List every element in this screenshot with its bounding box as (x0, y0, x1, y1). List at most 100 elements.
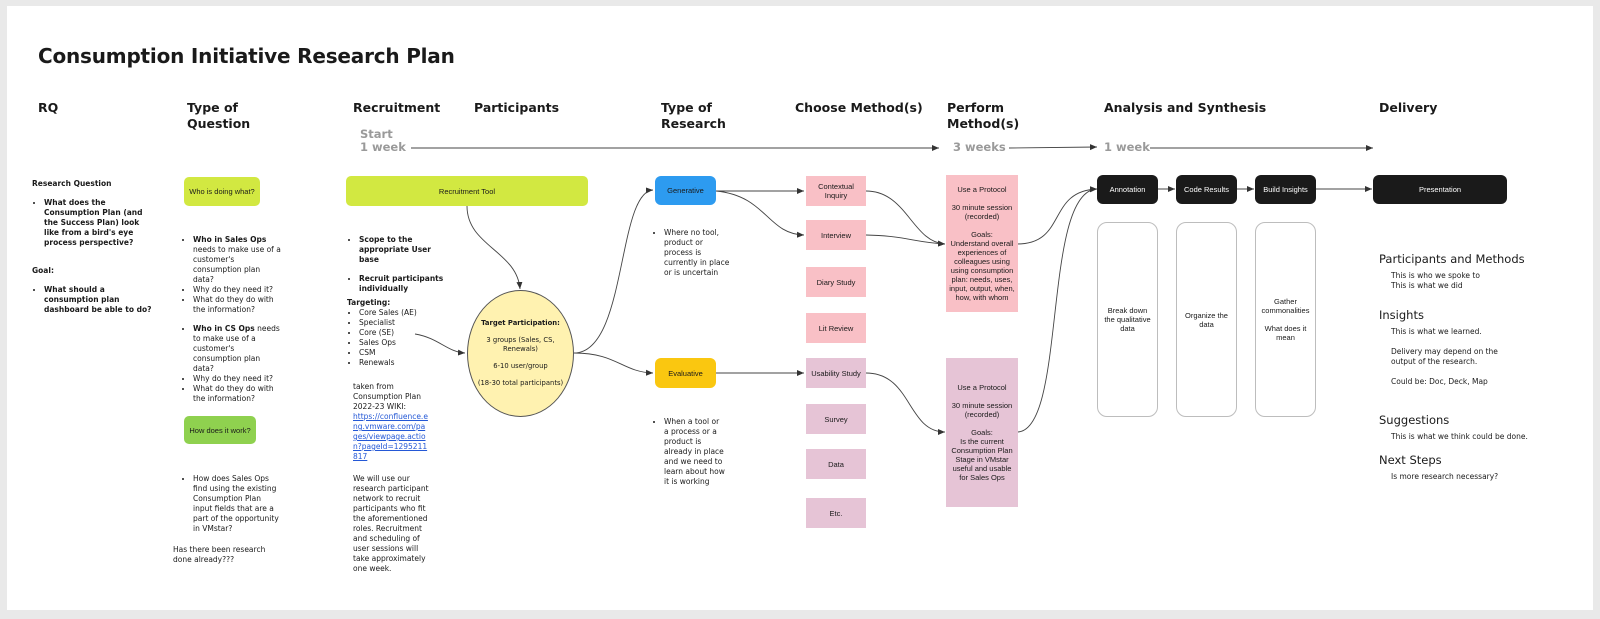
how-question-block: How does Sales Ops find using the existi… (181, 474, 281, 534)
method-diary-study[interactable]: Diary Study (806, 267, 866, 297)
timeline-end-label: 1 week (1104, 140, 1150, 154)
participation-groups: 3 groups (Sales, CS, Renewals) (486, 336, 555, 353)
how-question: How does Sales Ops find using the existi… (193, 474, 281, 534)
participation-heading: Target Participation: (481, 319, 560, 327)
rq-block: Research Question What does the Consumpt… (32, 179, 156, 315)
what-do-2: What do they do with the information? (193, 384, 281, 404)
rq-question: What does the Consumption Plan (and the … (44, 198, 156, 248)
delivery-participants-heading: Participants and Methods (1379, 252, 1525, 266)
connector-tool-to-participants (466, 205, 523, 290)
column-header-analysis: Analysis and Synthesis (1104, 100, 1267, 115)
annotation-desc-card[interactable]: Break down the qualitative data (1097, 222, 1158, 417)
connector-protocol1-to-annotation (1016, 186, 1098, 245)
delivery-next-heading: Next Steps (1379, 453, 1442, 467)
generative-desc: Where no tool, product or process is cur… (664, 228, 732, 278)
evaluative-desc: When a tool or a process or a product is… (664, 417, 726, 487)
code-desc-card[interactable]: Organize the data (1176, 222, 1237, 417)
connector-interview-to-protocol (865, 234, 946, 247)
method-usability-study[interactable]: Usability Study (806, 358, 866, 388)
connector-participants-to-generative (573, 187, 654, 354)
method-etc[interactable]: Etc. (806, 498, 866, 528)
connector-targeting-to-participants (414, 333, 466, 356)
recruitment-recruit: Recruit participants individually (359, 274, 447, 294)
evaluative-box[interactable]: Evaluative (655, 358, 716, 388)
perform-protocol-generative[interactable]: Use a Protocol 30 minute session (record… (946, 175, 1018, 312)
targeting-item: Core (SE) (359, 328, 427, 338)
sticky-how-does-it-work[interactable]: How does it work? (184, 416, 256, 444)
recruitment-plan: We will use our research participant net… (353, 474, 429, 573)
delivery-participants-line: This is what we did (1391, 281, 1463, 290)
targeting-heading: Targeting: (347, 298, 391, 307)
board-canvas[interactable]: Consumption Initiative Research Plan RQ … (7, 6, 1593, 610)
column-header-recruitment: Recruitment (353, 100, 441, 115)
connector-participants-to-evaluative (573, 352, 654, 376)
evaluative-desc-block: When a tool or a process or a product is… (652, 417, 726, 487)
delivery-notes: Participants and Methods This is who we … (1379, 252, 1579, 482)
delivery-insights-line: Delivery may depend on the output of the… (1391, 347, 1498, 366)
column-header-delivery: Delivery (1379, 100, 1438, 115)
method-interview[interactable]: Interview (806, 220, 866, 250)
build-insights-box[interactable]: Build Insights (1255, 175, 1316, 204)
presentation-box[interactable]: Presentation (1373, 175, 1507, 204)
annotation-box[interactable]: Annotation (1097, 175, 1158, 204)
sticky-who-is-doing-what[interactable]: Who is doing what? (184, 177, 260, 206)
timeline-start-label: Start 1 week (360, 127, 406, 154)
recruitment-scope: Scope to the appropriate User base (359, 235, 447, 265)
confluence-link[interactable]: https://confluence.eng.vmware.com/pages/… (353, 412, 428, 461)
column-header-participants: Participants (474, 100, 560, 115)
perform-protocol-evaluative[interactable]: Use a Protocol 30 minute session (record… (946, 358, 1018, 507)
method-lit-review[interactable]: Lit Review (806, 313, 866, 343)
column-header-perform-methods: Perform Method(s) (947, 100, 1020, 131)
target-participation-oval[interactable]: Target Participation: 3 groups (Sales, C… (467, 290, 574, 417)
column-header-rq: RQ (38, 100, 59, 115)
recruitment-steps: Scope to the appropriate User base Recru… (347, 235, 447, 294)
delivery-suggestions-line: This is what we think could be done. (1391, 432, 1528, 441)
code-results-box[interactable]: Code Results (1176, 175, 1237, 204)
connector-inquiry-to-protocol (865, 190, 946, 247)
who-cs-ops: Who in CS Ops (193, 324, 255, 333)
generative-desc-block: Where no tool, product or process is cur… (652, 228, 732, 278)
delivery-insights-heading: Insights (1379, 308, 1424, 322)
participation-total: (18-30 total participants) (477, 379, 564, 387)
timeline-arrow-2 (1008, 144, 1098, 151)
targeting-item: Core Sales (AE) (359, 308, 427, 318)
generative-box[interactable]: Generative (655, 176, 716, 205)
targeting-item: Sales Ops (359, 338, 427, 348)
recruitment-tool-box[interactable]: Recruitment Tool (346, 176, 588, 206)
method-data[interactable]: Data (806, 449, 866, 479)
who-sales-ops: Who in Sales Ops (193, 235, 267, 244)
delivery-insights-line: Could be: Doc, Deck, Map (1391, 377, 1488, 386)
timeline-mid-label: 3 weeks (953, 140, 1006, 154)
connector-protocol2-to-annotation (1016, 186, 1098, 433)
targeting-block: Targeting: Core Sales (AE) Specialist Co… (347, 298, 427, 368)
participation-per-group: 6-10 user/group (493, 362, 548, 370)
delivery-participants-line: This is who we spoke to (1391, 271, 1480, 280)
rq-goal: What should a consumption plan dashboard… (44, 285, 156, 315)
rq-goal-heading: Goal: (32, 266, 54, 275)
column-header-type-of-research: Type of Research (661, 100, 726, 131)
column-header-type-of-question: Type of Question (187, 100, 251, 131)
insights-desc-card[interactable]: Gather commonalities What does it mean (1255, 222, 1316, 417)
page-title: Consumption Initiative Research Plan (38, 44, 455, 68)
who-sales-ops-rest: needs to make use of a customer's consum… (193, 245, 281, 284)
delivery-suggestions-heading: Suggestions (1379, 413, 1450, 427)
method-survey[interactable]: Survey (806, 404, 866, 434)
connector-generative-to-interview (715, 190, 805, 238)
rq-heading: Research Question (32, 179, 112, 188)
source-text: taken from Consumption Plan 2022-23 WIKI… (353, 382, 422, 411)
who-questions-block: Who in Sales Ops needs to make use of a … (181, 235, 281, 404)
targeting-item: CSM (359, 348, 427, 358)
who-cs-ops-rest: needs to make use of a customer's consum… (193, 324, 280, 373)
connector-layer (411, 144, 1373, 435)
targeting-item: Specialist (359, 318, 427, 328)
targeting-item: Renewals (359, 358, 427, 368)
source-block: taken from Consumption Plan 2022-23 WIKI… (353, 382, 429, 462)
delivery-insights-line: This is what we learned. (1391, 327, 1482, 336)
prior-research-question: Has there been research done already??? (173, 545, 266, 564)
why-need-1: Why do they need it? (193, 285, 281, 295)
connector-usability-to-protocol (865, 372, 946, 435)
delivery-next-line: Is more research necessary? (1391, 472, 1499, 481)
method-contextual-inquiry[interactable]: Contextual Inquiry (806, 176, 866, 206)
column-header-choose-methods: Choose Method(s) (795, 100, 923, 115)
what-do-1: What do they do with the information? (193, 295, 281, 315)
